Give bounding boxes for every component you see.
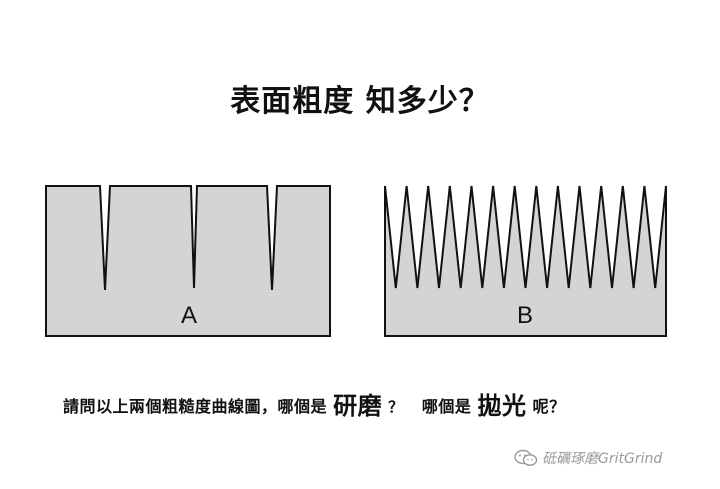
question-part3: 呢？ <box>532 397 566 416</box>
term-polishing: 拋光 <box>477 392 527 420</box>
panel-label-a: A <box>181 302 198 329</box>
profile-b <box>384 185 667 337</box>
wechat-icon <box>514 449 538 466</box>
term-grinding: 研磨 <box>333 392 383 420</box>
question-text: 請問以上兩個粗糙度曲線圖，哪個是 研磨 ？ 哪個是 拋光 呢？ <box>63 386 566 421</box>
panel-label-b: B <box>517 302 534 329</box>
question-part2: 哪個是 <box>421 397 472 416</box>
watermark-text: 砥礪琢磨GritGrind <box>542 451 663 467</box>
watermark: 砥礪琢磨GritGrind <box>514 448 662 468</box>
question-mark-1: ？ <box>388 398 404 416</box>
page-title: 表面粗度 知多少？ <box>230 84 490 119</box>
question-part1: 請問以上兩個粗糙度曲線圖，哪個是 <box>63 397 328 416</box>
profile-a <box>45 185 331 337</box>
